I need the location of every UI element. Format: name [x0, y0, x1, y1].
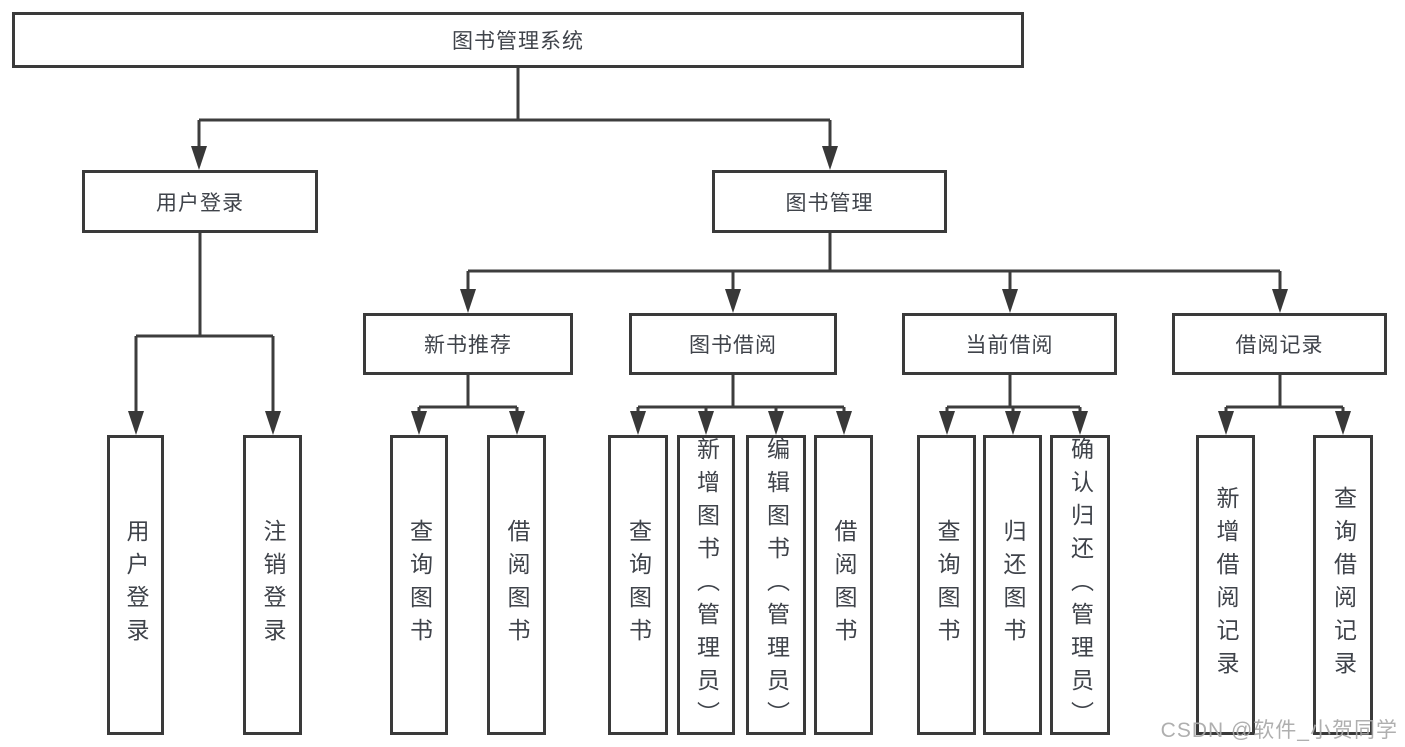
node-label: 新增借阅记录	[1213, 486, 1239, 684]
node-label: 图书管理系统	[452, 30, 584, 53]
node-label: 新书推荐	[424, 334, 512, 357]
connector-group-current-borrow	[939, 375, 1088, 435]
node-label: 编辑图书（管理员）	[763, 436, 790, 734]
connector-group-borrow-records	[1218, 375, 1351, 435]
node-label: 借阅图书	[504, 519, 530, 651]
node-label: 借阅图书	[831, 519, 857, 651]
leaf-confirm-return-admin: 确认归还（管理员）	[1050, 435, 1110, 735]
leaf-borrow-books-2: 借阅图书	[814, 435, 873, 735]
node-label: 注销登录	[260, 519, 286, 651]
node-label: 借阅记录	[1235, 334, 1324, 357]
connector-group-user-login	[128, 233, 281, 435]
leaf-query-books-2: 查询图书	[608, 435, 668, 735]
node-label: 确认归还（管理员）	[1067, 436, 1094, 734]
node-label: 查询图书	[934, 519, 960, 651]
node-label: 新增图书（管理员）	[693, 436, 720, 734]
node-book-borrow: 图书借阅	[629, 313, 837, 375]
leaf-user-login: 用户登录	[107, 435, 164, 735]
connector-group-new-books	[411, 375, 525, 435]
connector-group-book-borrow	[630, 375, 852, 435]
node-label: 查询图书	[406, 519, 433, 651]
node-borrow-records: 借阅记录	[1172, 313, 1387, 375]
node-current-borrow: 当前借阅	[902, 313, 1117, 375]
node-label: 当前借阅	[965, 334, 1054, 357]
leaf-query-borrow-record: 查询借阅记录	[1313, 435, 1373, 735]
leaf-return-books: 归还图书	[983, 435, 1042, 735]
node-label: 图书管理	[785, 191, 874, 215]
leaf-edit-books-admin: 编辑图书（管理员）	[746, 435, 806, 735]
node-label: 归还图书	[1000, 519, 1026, 651]
node-root: 图书管理系统	[12, 12, 1024, 68]
node-label: 查询借阅记录	[1330, 486, 1357, 684]
node-label: 用户登录	[123, 519, 149, 651]
node-label: 图书借阅	[689, 334, 777, 357]
connector-root-to-level2	[191, 68, 838, 170]
node-book-management: 图书管理	[712, 170, 947, 233]
watermark: CSDN @软件_小贺同学	[1160, 719, 1398, 742]
leaf-borrow-books-1: 借阅图书	[487, 435, 546, 735]
connector-level2-to-level3	[460, 233, 1288, 313]
node-label: 查询图书	[625, 519, 652, 651]
node-new-book-recommend: 新书推荐	[363, 313, 573, 375]
leaf-add-books-admin: 新增图书（管理员）	[677, 435, 735, 735]
leaf-logout: 注销登录	[243, 435, 302, 735]
leaf-query-books-1: 查询图书	[390, 435, 448, 735]
leaf-query-books-3: 查询图书	[917, 435, 976, 735]
node-user-login: 用户登录	[82, 170, 318, 233]
leaf-add-borrow-record: 新增借阅记录	[1196, 435, 1255, 735]
node-label: 用户登录	[156, 191, 244, 215]
